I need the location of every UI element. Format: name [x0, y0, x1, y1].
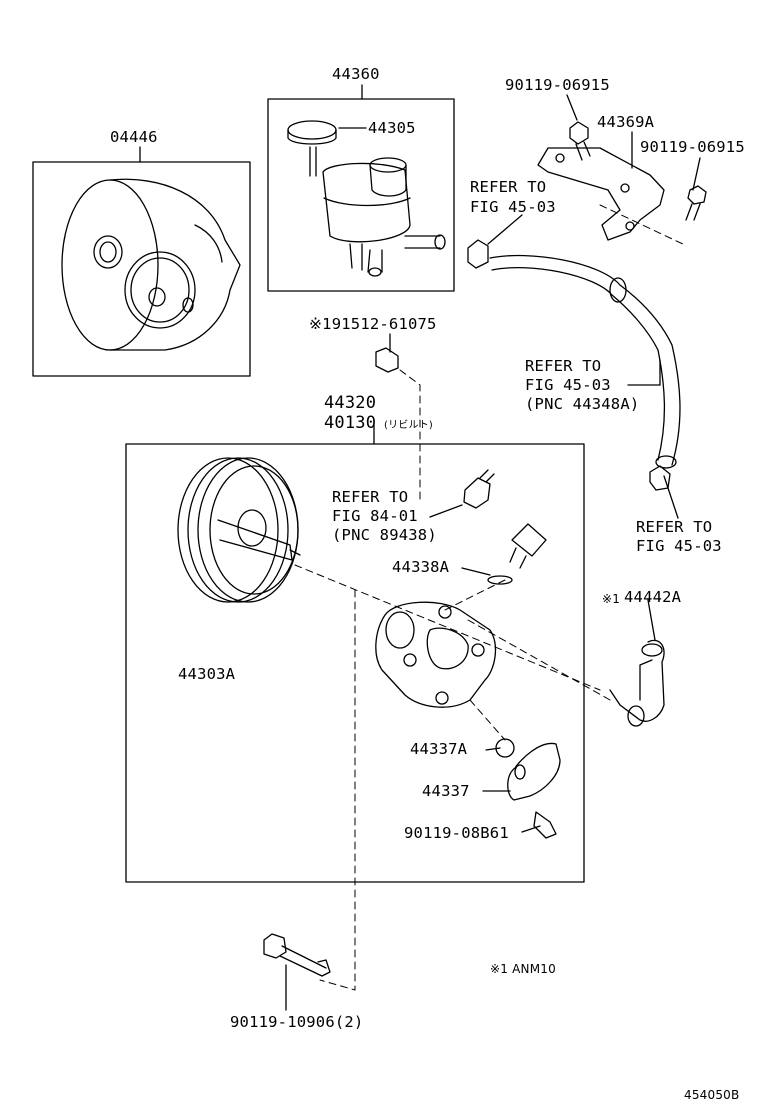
ref-fig-45-03-low-line2[interactable]: FIG 45-03 [636, 537, 722, 555]
bracket-44369A-art [537, 121, 707, 241]
label-40130[interactable]: 40130 [324, 413, 377, 433]
figure-code: 454050B [684, 1088, 740, 1102]
ref-fig-84-01-line1[interactable]: REFER TO [332, 488, 409, 506]
label-44305[interactable]: 44305 [368, 119, 416, 137]
label-04446[interactable]: 04446 [110, 128, 158, 146]
pulley-44303A-art [177, 457, 301, 603]
ref-fig-45-03-top-line1[interactable]: REFER TO [470, 178, 547, 196]
label-191512-61075[interactable]: ※191512-61075 [309, 315, 437, 333]
label-44360[interactable]: 44360 [332, 65, 380, 83]
leader-lines [139, 84, 701, 1011]
pump-body-art [375, 601, 497, 708]
label-44442A[interactable]: 44442A [624, 588, 682, 606]
label-44303A[interactable]: 44303A [178, 665, 236, 683]
ref-fig-45-03-mid-line2[interactable]: FIG 45-03 [525, 376, 611, 394]
label-40130-note: (リビルト) [384, 420, 434, 431]
return-hose-art [467, 239, 681, 491]
ref-fig-45-03-low-line1[interactable]: REFER TO [636, 518, 713, 536]
note-anm10: ※1 ANM10 [490, 962, 556, 976]
label-44337[interactable]: 44337 [422, 782, 470, 800]
label-90119-10906[interactable]: 90119-10906(2) [230, 1013, 364, 1031]
label-44320[interactable]: 44320 [324, 393, 377, 413]
ref-fig-84-01-line2[interactable]: FIG 84-01 [332, 507, 418, 525]
frame-44360 [267, 98, 455, 292]
label-44442A-mark: ※1 [602, 592, 621, 606]
bolt-90119-10906-art [263, 933, 331, 977]
label-44338A[interactable]: 44338A [392, 558, 450, 576]
ref-fig-45-03-top-line2[interactable]: FIG 45-03 [470, 198, 556, 216]
ref-fig-45-03-mid-line3[interactable]: (PNC 44348A) [525, 395, 640, 413]
label-90119-06915-top[interactable]: 90119-06915 [505, 76, 610, 94]
label-90119-06915-right[interactable]: 90119-06915 [640, 138, 745, 156]
ref-fig-45-03-mid-line1[interactable]: REFER TO [525, 357, 602, 375]
label-90119-08B61[interactable]: 90119-08B61 [404, 824, 509, 842]
frame-04446 [32, 161, 251, 377]
pressure-hose-44442A-art [609, 639, 665, 727]
fittings-art [375, 347, 561, 839]
kit-04446-parts [61, 178, 241, 351]
ref-fig-84-01-line3[interactable]: (PNC 89438) [332, 526, 437, 544]
reservoir-44360-art [287, 120, 446, 277]
label-44369A[interactable]: 44369A [597, 113, 655, 131]
label-44337A[interactable]: 44337A [410, 740, 468, 758]
